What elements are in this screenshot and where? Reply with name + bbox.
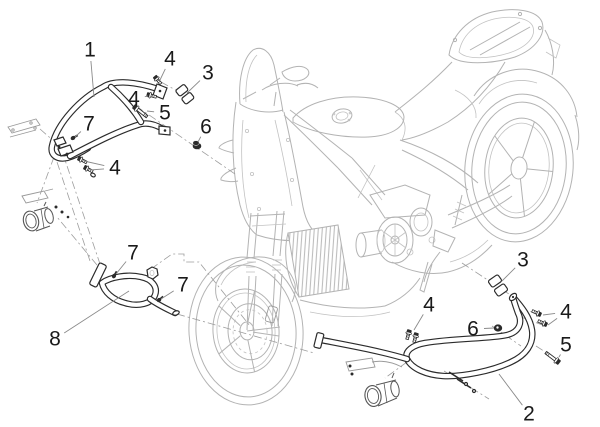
- callout-label-5: 5: [159, 102, 171, 125]
- frame: [283, 109, 479, 206]
- callout-leader: [146, 110, 155, 113]
- motorcycle-line-art: [188, 9, 580, 406]
- callout-leader: [498, 373, 523, 406]
- callout-label-7: 7: [127, 242, 139, 265]
- callout-leader: [115, 261, 127, 275]
- rear-fender: [473, 68, 580, 151]
- callout-leader: [413, 314, 424, 331]
- callout-leader: [63, 290, 130, 334]
- windscreen: [239, 47, 319, 113]
- callout-label-7: 7: [177, 274, 189, 297]
- engine: [355, 184, 456, 293]
- callout-leader: [542, 312, 556, 316]
- callout-label-6: 6: [200, 116, 212, 139]
- front-wheel: [188, 256, 304, 406]
- callout-leader: [197, 136, 202, 143]
- callout-leader: [90, 60, 95, 98]
- mount-brackets: [7, 118, 403, 376]
- accessory-parts: [22, 73, 562, 407]
- callout-label-5: 5: [560, 334, 572, 357]
- radiator: [285, 224, 350, 298]
- part-2-lower-right-crash-bar: [313, 292, 536, 394]
- callout-label-7: 7: [83, 113, 95, 136]
- part-4-bolts: [76, 73, 549, 344]
- rear-rack: [448, 9, 561, 76]
- callout-label-3: 3: [202, 62, 214, 85]
- callout-leader: [74, 131, 82, 138]
- callout-label-6: 6: [467, 318, 479, 341]
- fuel-tank: [292, 96, 405, 138]
- callout-label-4: 4: [128, 88, 140, 111]
- callout-leader: [186, 80, 201, 94]
- callout-leader: [483, 327, 495, 329]
- fog-lamp-right: [364, 372, 400, 407]
- callout-label-8: 8: [49, 328, 61, 351]
- swingarm-exhaust: [299, 184, 513, 317]
- front-fork: [246, 210, 287, 332]
- callout-leader: [558, 354, 561, 358]
- callout-leader: [547, 318, 558, 326]
- fog-lamp-left: [22, 201, 70, 232]
- callout-leader: [160, 290, 174, 300]
- part-8-lower-left-crash-bar: [89, 262, 180, 317]
- callout-label-4: 4: [423, 294, 435, 317]
- callout-leader: [144, 95, 149, 98]
- rear-wheel: [464, 93, 574, 243]
- seat-tail: [394, 61, 506, 141]
- callout-label-1: 1: [84, 39, 96, 62]
- callout-leader: [83, 160, 105, 167]
- callout-leader: [501, 267, 516, 282]
- callout-label-4: 4: [164, 48, 176, 71]
- front-fairing: [218, 101, 322, 242]
- part-3-clamp-left: [175, 84, 195, 105]
- callout-label-2: 2: [523, 403, 535, 426]
- part-6-nuts: [192, 140, 503, 332]
- callout-label-4: 4: [109, 157, 121, 180]
- part-1-upper-crash-bar: [48, 79, 171, 162]
- callout-label-4: 4: [560, 301, 572, 324]
- callout-label-3: 3: [517, 249, 529, 272]
- callout-leader: [89, 168, 105, 171]
- part-3-clamp-right: [487, 274, 509, 297]
- callout-leader: [159, 68, 166, 81]
